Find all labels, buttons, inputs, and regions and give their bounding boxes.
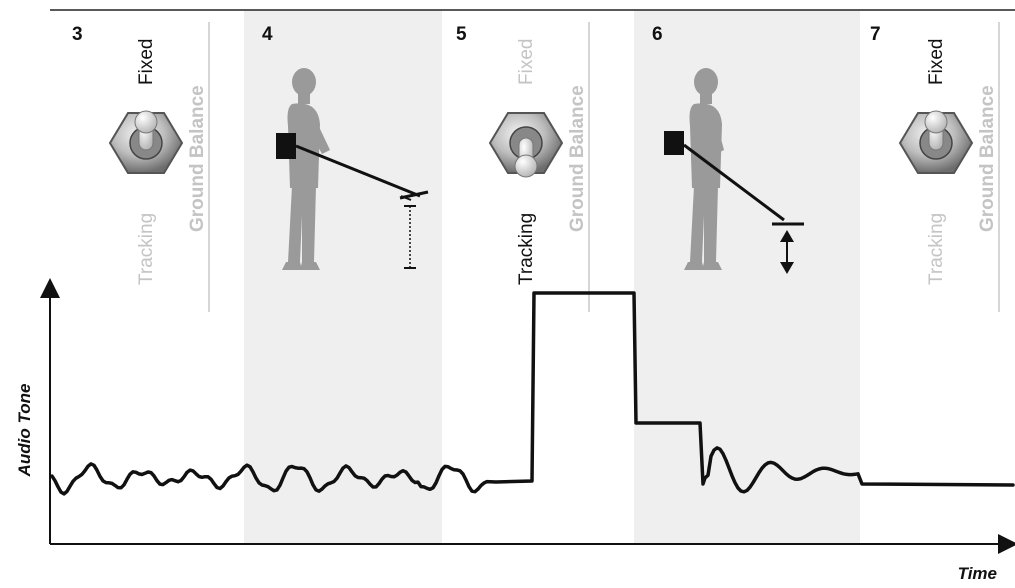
metal-detector-icon xyxy=(276,133,429,201)
label-fixed: Fixed xyxy=(926,39,947,85)
label-tracking: Tracking xyxy=(926,213,947,285)
panel-numbers: 3 4 5 6 7 xyxy=(72,24,881,45)
switch-panel-3: Fixed Tracking Ground Balance xyxy=(108,22,210,312)
label-ground-balance: Ground Balance xyxy=(567,85,588,232)
label-tracking: Tracking xyxy=(136,213,157,285)
figure-panel-6 xyxy=(664,68,804,274)
operator-figure-icon xyxy=(282,68,330,270)
panel-number-4: 4 xyxy=(262,24,273,45)
x-axis-label: Time xyxy=(958,564,997,583)
metal-detector-icon xyxy=(664,131,804,226)
label-ground-balance: Ground Balance xyxy=(187,85,208,232)
panel-number-5: 5 xyxy=(456,24,467,45)
label-fixed: Fixed xyxy=(516,39,537,85)
panel-number-3: 3 xyxy=(72,24,83,45)
label-ground-balance: Ground Balance xyxy=(977,85,998,232)
y-axis-label: Audio Tone xyxy=(15,384,34,478)
panel-6-background xyxy=(634,10,860,544)
label-fixed: Fixed xyxy=(136,39,157,85)
toggle-lever-tip xyxy=(924,110,948,134)
pump-motion-arrow-icon xyxy=(780,230,794,274)
panel-number-6: 6 xyxy=(652,24,663,45)
audio-tone-signal xyxy=(50,291,1015,496)
coil-height-indicator xyxy=(404,205,416,269)
toggle-lever-tip xyxy=(134,110,158,134)
label-tracking: Tracking xyxy=(516,213,537,285)
panel-number-7: 7 xyxy=(870,24,881,45)
switch-panel-5: Fixed Tracking Ground Balance xyxy=(488,22,590,312)
panel-4-background xyxy=(244,10,442,544)
toggle-lever-tip xyxy=(514,154,538,178)
figure-panel-4 xyxy=(276,68,429,270)
switch-panel-7: Fixed Tracking Ground Balance xyxy=(898,22,1000,312)
panel-backgrounds xyxy=(244,10,860,544)
